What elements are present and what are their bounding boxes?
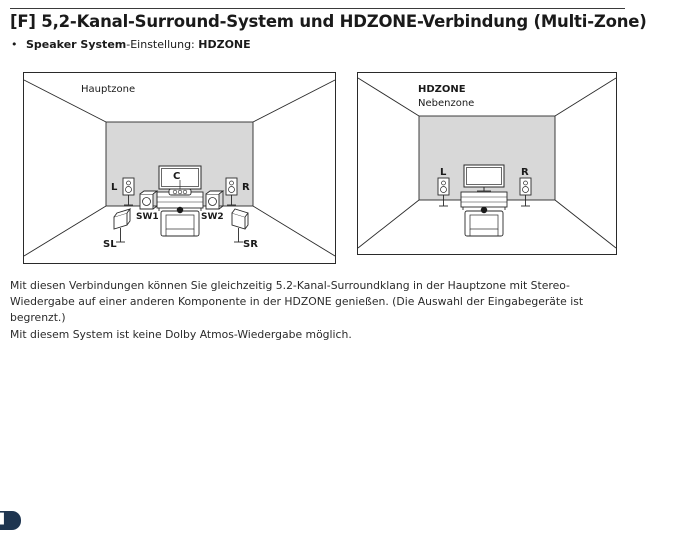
front-left-speaker-icon — [122, 177, 135, 206]
tv-icon — [463, 164, 505, 192]
listening-chair-icon — [464, 206, 504, 237]
page-marker-tab: ▌ — [0, 511, 21, 530]
description-paragraph: Mit diesen Verbindungen können Sie gleic… — [10, 279, 584, 325]
right-speaker-label: R — [521, 167, 529, 178]
left-speaker-icon — [437, 177, 450, 207]
front-right-speaker-icon — [225, 177, 238, 206]
sub-zone-subtitle: Nebenzone — [418, 98, 474, 109]
subwoofer-2-icon — [205, 190, 225, 210]
heading-rule — [10, 8, 625, 9]
left-speaker-label: L — [440, 167, 447, 178]
surround-right-speaker-label: SR — [243, 239, 258, 250]
page-marker-icon: ▌ — [0, 514, 8, 525]
main-zone-diagram: Hauptzone C L R — [23, 72, 336, 264]
subwoofer-2-label: SW2 — [201, 212, 224, 222]
subwoofer-1-label: SW1 — [136, 212, 159, 222]
speaker-system-setting: • Speaker System-Einstellung: HDZONE — [11, 38, 251, 51]
main-zone-title: Hauptzone — [81, 84, 135, 95]
right-speaker-icon — [519, 177, 532, 207]
center-speaker-label: C — [173, 171, 180, 182]
description: Mit diesen Verbindungen können Sie gleic… — [10, 278, 600, 343]
surround-left-speaker-label: SL — [103, 239, 117, 250]
front-right-speaker-label: R — [242, 182, 250, 193]
sub-zone-title: HDZONE — [418, 84, 466, 95]
description-paragraph: Mit diesem System ist keine Dolby Atmos-… — [10, 327, 352, 341]
surround-left-speaker-icon — [113, 208, 132, 243]
front-left-speaker-label: L — [111, 182, 118, 193]
center-speaker-icon — [168, 188, 192, 196]
tv-icon — [158, 165, 202, 193]
surround-right-speaker-icon — [231, 208, 249, 243]
setting-name: Speaker System — [26, 38, 127, 51]
listening-chair-icon — [160, 206, 200, 237]
bullet: • — [11, 38, 18, 51]
setting-value: HDZONE — [198, 38, 251, 51]
subwoofer-1-icon — [139, 190, 159, 210]
setting-middle-text: -Einstellung: — [126, 38, 199, 51]
page-title: [F] 5,2-Kanal-Surround-System und HDZONE… — [10, 12, 647, 31]
sub-zone-diagram: HDZONE Nebenzone L R — [357, 72, 617, 255]
